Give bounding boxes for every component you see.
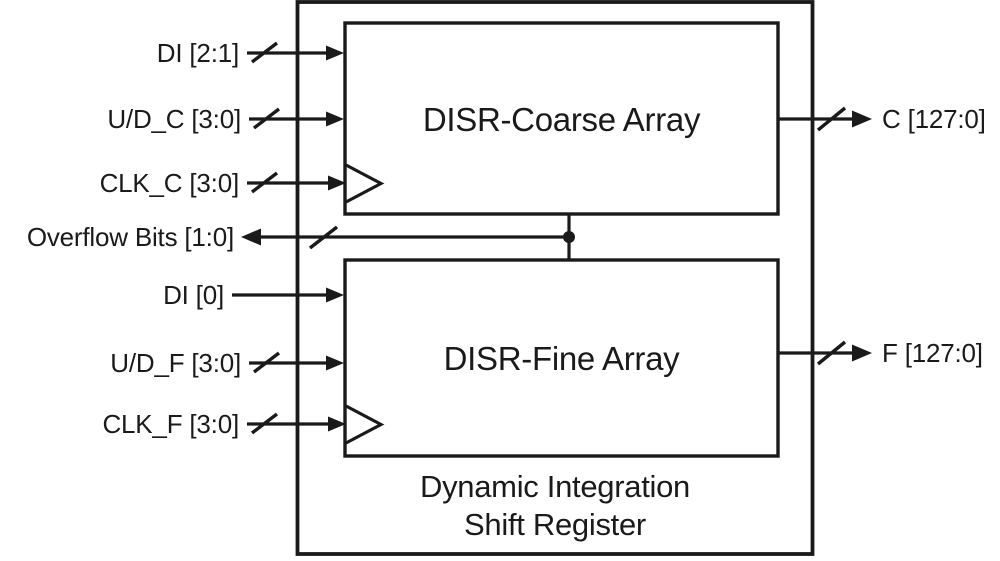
disr-coarse-array-box [343, 21, 780, 216]
junction-dot-overflow [563, 231, 575, 243]
bus-slash-clkf [250, 412, 279, 435]
label-input-di21: DI [2:1] [156, 38, 239, 68]
caption-outer-block-line2: Shift Register [464, 507, 646, 542]
bus-slash-overflow [308, 225, 339, 250]
bus-slash-udf [252, 351, 281, 374]
bus-slash-c-out [816, 106, 847, 132]
bus-slash-f-out [816, 340, 847, 366]
clock-triangle-coarse [345, 163, 385, 204]
disr-fine-array-box [343, 258, 780, 458]
arrowhead-f-out [852, 344, 872, 362]
title-disr-coarse-array: DISR-Coarse Array [422, 101, 701, 138]
arrowhead-clkf [328, 416, 346, 432]
arrowhead-udf [326, 355, 344, 371]
label-input-udf: U/D_F [3:0] [110, 348, 241, 378]
bus-slash-clkc [250, 171, 279, 194]
caption-outer-block-line1: Dynamic Integration [420, 469, 690, 504]
arrowhead-udc [326, 111, 344, 127]
clock-triangle-fine [345, 404, 385, 445]
bus-slash-udc [252, 107, 281, 130]
label-input-clkc: CLK_C [3:0] [99, 168, 240, 198]
label-input-di0: DI [0] [163, 280, 224, 310]
label-input-udc: U/D_C [3:0] [107, 104, 241, 134]
arrowhead-di0 [326, 287, 344, 303]
arrowhead-di21 [326, 45, 344, 61]
bus-slash-di21 [250, 41, 279, 64]
arrowhead-c-out [852, 110, 872, 128]
arrowhead-clkc [328, 175, 346, 191]
label-input-clkf: CLK_F [3:0] [102, 409, 239, 439]
label-output-overflow: Overflow Bits [1:0] [26, 222, 234, 252]
arrowhead-overflow [241, 228, 261, 246]
title-disr-fine-array: DISR-Fine Array [443, 340, 680, 377]
label-output-f: F [127:0] [882, 338, 983, 368]
label-output-c: C [127:0] [882, 104, 986, 134]
